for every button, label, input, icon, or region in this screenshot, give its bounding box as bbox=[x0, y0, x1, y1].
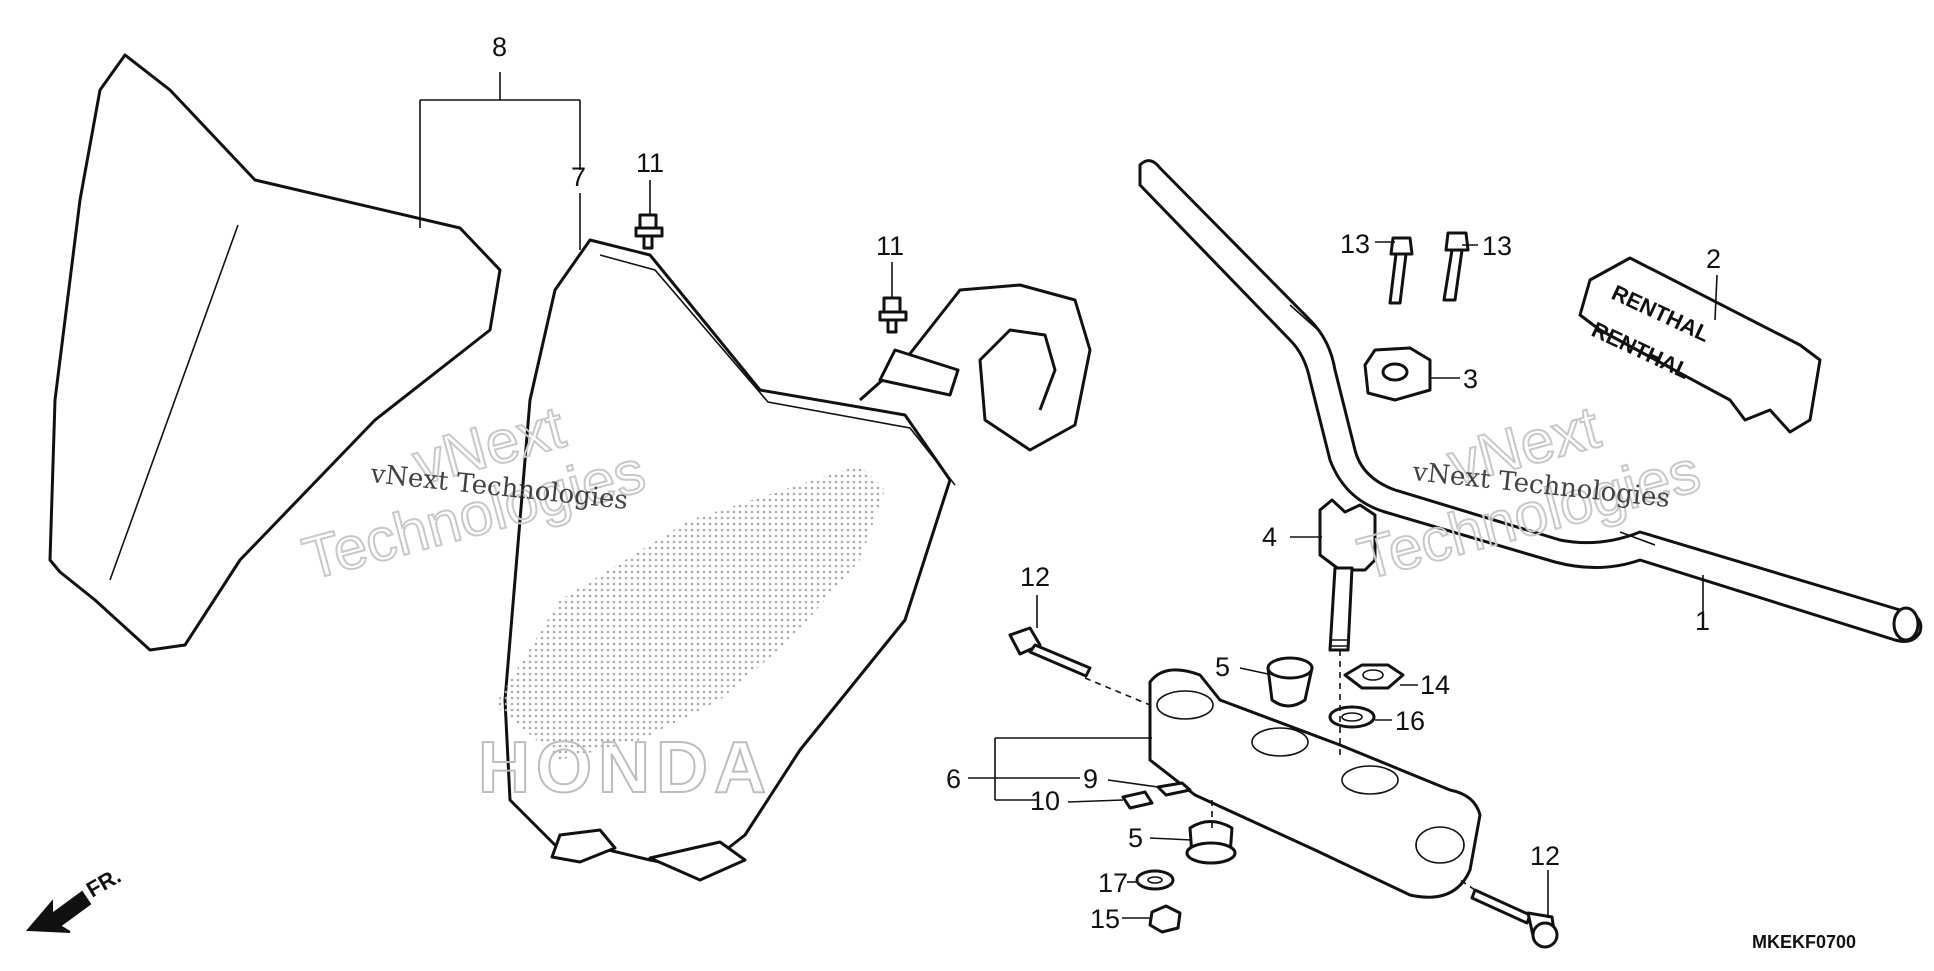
handlebar-lower-holder bbox=[1318, 498, 1377, 652]
front-arrow-icon bbox=[25, 890, 92, 933]
bar-pad: RENTHAL RENTHAL bbox=[1578, 256, 1822, 434]
bolt-12-right bbox=[1470, 888, 1559, 949]
callout-1: 1 bbox=[1695, 606, 1710, 636]
callout-5b: 5 bbox=[1128, 823, 1143, 853]
callout-4: 4 bbox=[1262, 522, 1277, 552]
honda-wing-logo bbox=[495, 465, 885, 760]
handlebar-upper-holder bbox=[1363, 346, 1432, 402]
callout-15: 15 bbox=[1090, 904, 1120, 934]
top-bridge bbox=[1148, 668, 1482, 899]
callout-11a: 11 bbox=[636, 148, 664, 178]
callout-7: 7 bbox=[571, 162, 586, 192]
plate-strap bbox=[859, 283, 1092, 452]
callout-3: 3 bbox=[1463, 364, 1478, 394]
callout-17: 17 bbox=[1098, 868, 1128, 898]
callout-11b: 11 bbox=[876, 231, 904, 261]
rubber-bushing-upper bbox=[1266, 656, 1314, 708]
nut-15 bbox=[1148, 904, 1182, 934]
callout-13b: 13 bbox=[1482, 231, 1512, 261]
washer-16 bbox=[1328, 705, 1376, 729]
front-direction-marker: FR. bbox=[25, 863, 125, 933]
handlebar bbox=[1138, 159, 1923, 643]
bolt-13-right bbox=[1442, 231, 1470, 302]
callout-8: 8 bbox=[492, 32, 507, 62]
plate-10 bbox=[1121, 790, 1154, 810]
callout-9: 9 bbox=[1083, 764, 1098, 794]
callout-6: 6 bbox=[946, 764, 961, 794]
front-label: FR. bbox=[82, 863, 125, 902]
washer-17 bbox=[1135, 869, 1175, 891]
honda-brand-text: HONDA bbox=[478, 728, 772, 808]
bolt-12-left bbox=[1008, 626, 1092, 678]
number-plate-outer bbox=[48, 53, 502, 652]
bolt-13-left bbox=[1388, 236, 1414, 305]
callout-5a: 5 bbox=[1215, 652, 1230, 682]
bolt-11-lower bbox=[878, 296, 908, 334]
number-plate: HONDA bbox=[477, 238, 956, 882]
callout-10: 10 bbox=[1030, 786, 1060, 816]
leader-lines bbox=[419, 72, 1718, 919]
plate-9 bbox=[1156, 781, 1192, 797]
callout-2: 2 bbox=[1706, 244, 1721, 274]
callout-16: 16 bbox=[1395, 706, 1425, 736]
callout-12b: 12 bbox=[1530, 841, 1560, 871]
diagram-code: MKEKF0700 bbox=[1752, 932, 1856, 952]
bolt-11-upper bbox=[634, 213, 664, 250]
callout-13a: 13 bbox=[1340, 229, 1370, 259]
callout-14: 14 bbox=[1420, 670, 1450, 700]
callout-12a: 12 bbox=[1020, 562, 1050, 592]
rubber-bushing-lower bbox=[1185, 820, 1237, 865]
callouts: 8 7 11 11 13 13 2 3 4 1 12 5 14 16 6 9 1… bbox=[492, 32, 1721, 934]
nut-14 bbox=[1343, 663, 1405, 690]
